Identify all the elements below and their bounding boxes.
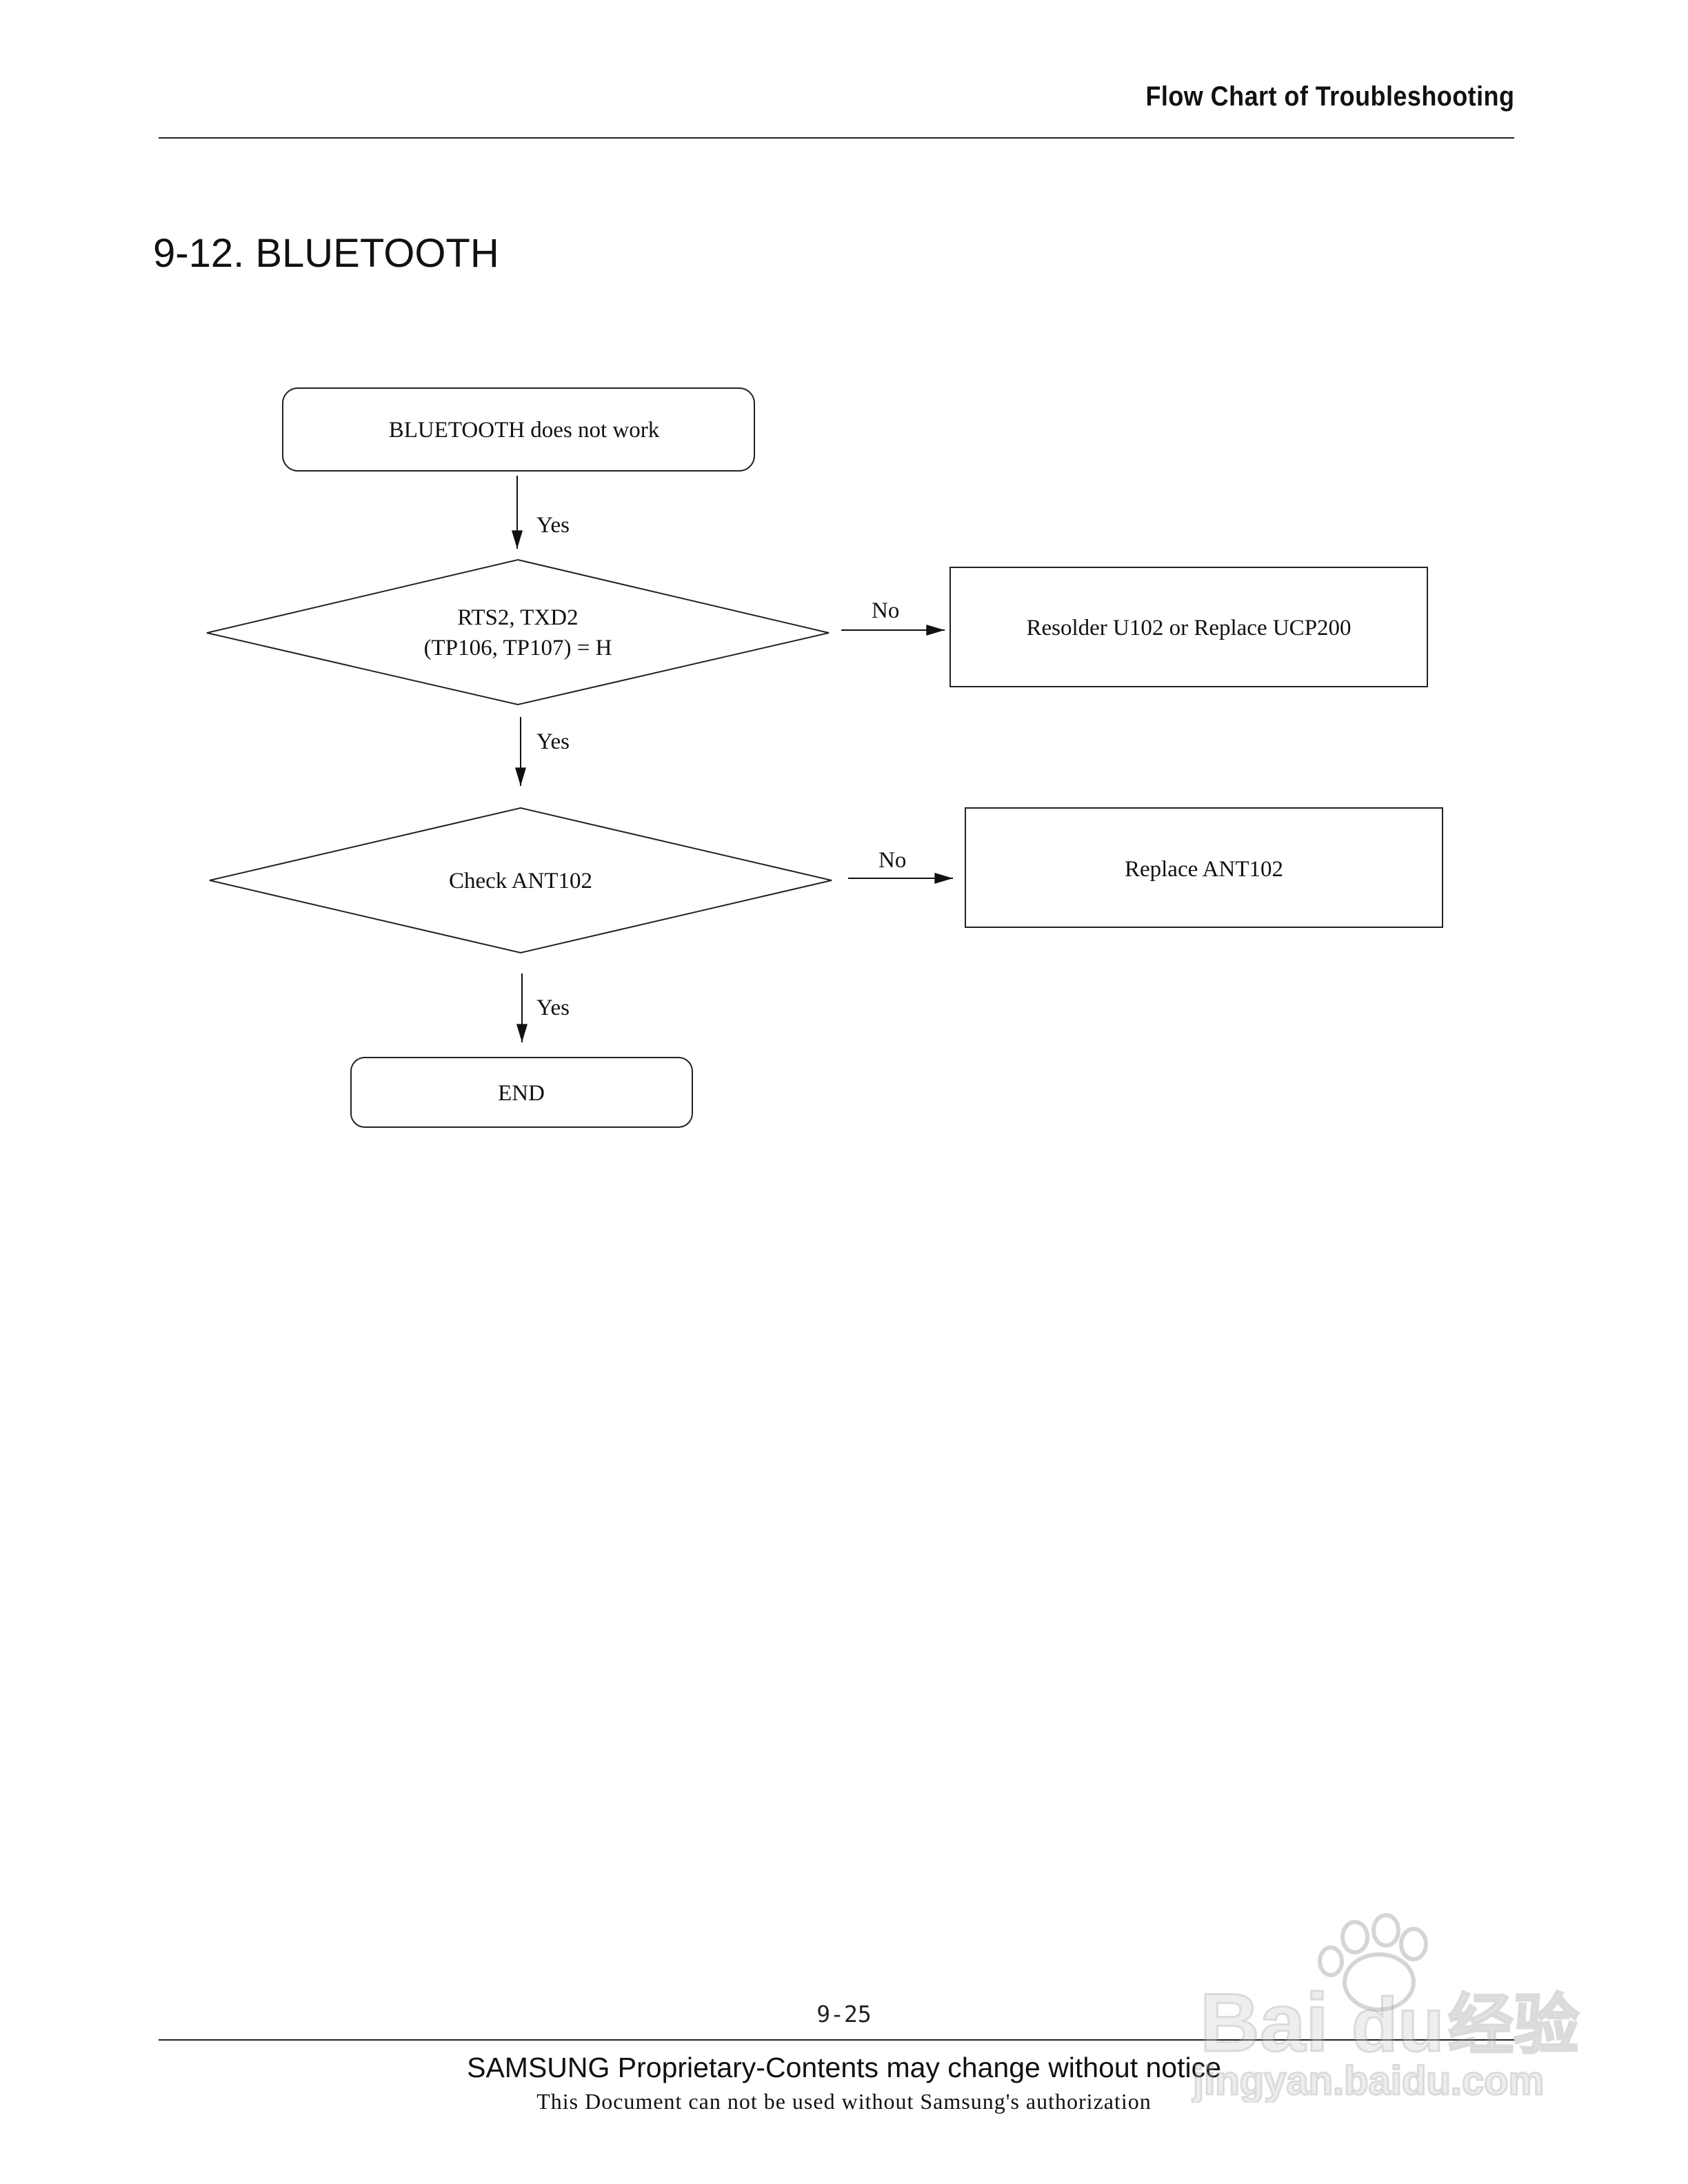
- decision2-diamond: Check ANT102: [209, 807, 832, 954]
- no-label-1: No: [872, 598, 899, 623]
- decision2-label: Check ANT102: [449, 869, 592, 893]
- paw-toe-3: [1399, 1927, 1428, 1961]
- no-label-2: No: [878, 848, 906, 873]
- paw-toe-2: [1372, 1913, 1400, 1948]
- arrow-decision2-to-action2: No: [848, 848, 954, 884]
- baidu-jingyan-watermark: Bai du 经验 jingyan.baidu.com: [1192, 1913, 1580, 2103]
- decision1-line1: RTS2, TXD2: [457, 605, 578, 630]
- footer-authorization: This Document can not be used without Sa…: [536, 2089, 1152, 2114]
- watermark-brand-art: Bai: [1200, 1976, 1329, 2069]
- watermark-url-art: jingyan.baidu.com: [1192, 2059, 1544, 2103]
- header-rule: [159, 137, 1514, 139]
- arrow-decision1-to-action1: No: [841, 598, 945, 636]
- action1-label: Resolder U102 or Replace UCP200: [1026, 616, 1351, 640]
- footer-notice: SAMSUNG Proprietary-Contents may change …: [467, 2052, 1221, 2083]
- footer-rule: [159, 2039, 1514, 2041]
- start-terminator: BLUETOOTH does not work: [282, 387, 755, 472]
- action1-box: Resolder U102 or Replace UCP200: [950, 567, 1428, 687]
- paw-toe-4: [1318, 1945, 1344, 1977]
- action2-box: Replace ANT102: [965, 807, 1443, 928]
- watermark-du-art: du: [1352, 1983, 1444, 2067]
- arrow-decision1-to-decision2: Yes: [515, 717, 570, 787]
- header-title: Flow Chart of Troubleshooting: [1145, 81, 1514, 112]
- yes-label-1: Yes: [536, 513, 570, 538]
- decision1-diamond: RTS2, TXD2 (TP106, TP107) = H: [206, 558, 830, 706]
- action2-label: Replace ANT102: [1125, 857, 1283, 882]
- arrow-decision2-to-end: Yes: [516, 973, 570, 1043]
- decision1-line2: (TP106, TP107) = H: [424, 636, 612, 660]
- start-label: BLUETOOTH does not work: [389, 418, 660, 443]
- end-terminator: END: [350, 1057, 693, 1128]
- paw-pad: [1343, 1952, 1416, 2012]
- end-label: END: [498, 1081, 545, 1106]
- yes-label-2: Yes: [536, 729, 570, 754]
- yes-label-3: Yes: [536, 995, 570, 1020]
- arrow-start-to-decision1: Yes: [512, 476, 570, 549]
- watermark-jingyan-art: 经验: [1448, 1989, 1579, 2062]
- paw-toe-1: [1340, 1920, 1369, 1954]
- section-title: 9-12. BLUETOOTH: [153, 231, 499, 276]
- page-number: 9-25: [816, 2001, 872, 2028]
